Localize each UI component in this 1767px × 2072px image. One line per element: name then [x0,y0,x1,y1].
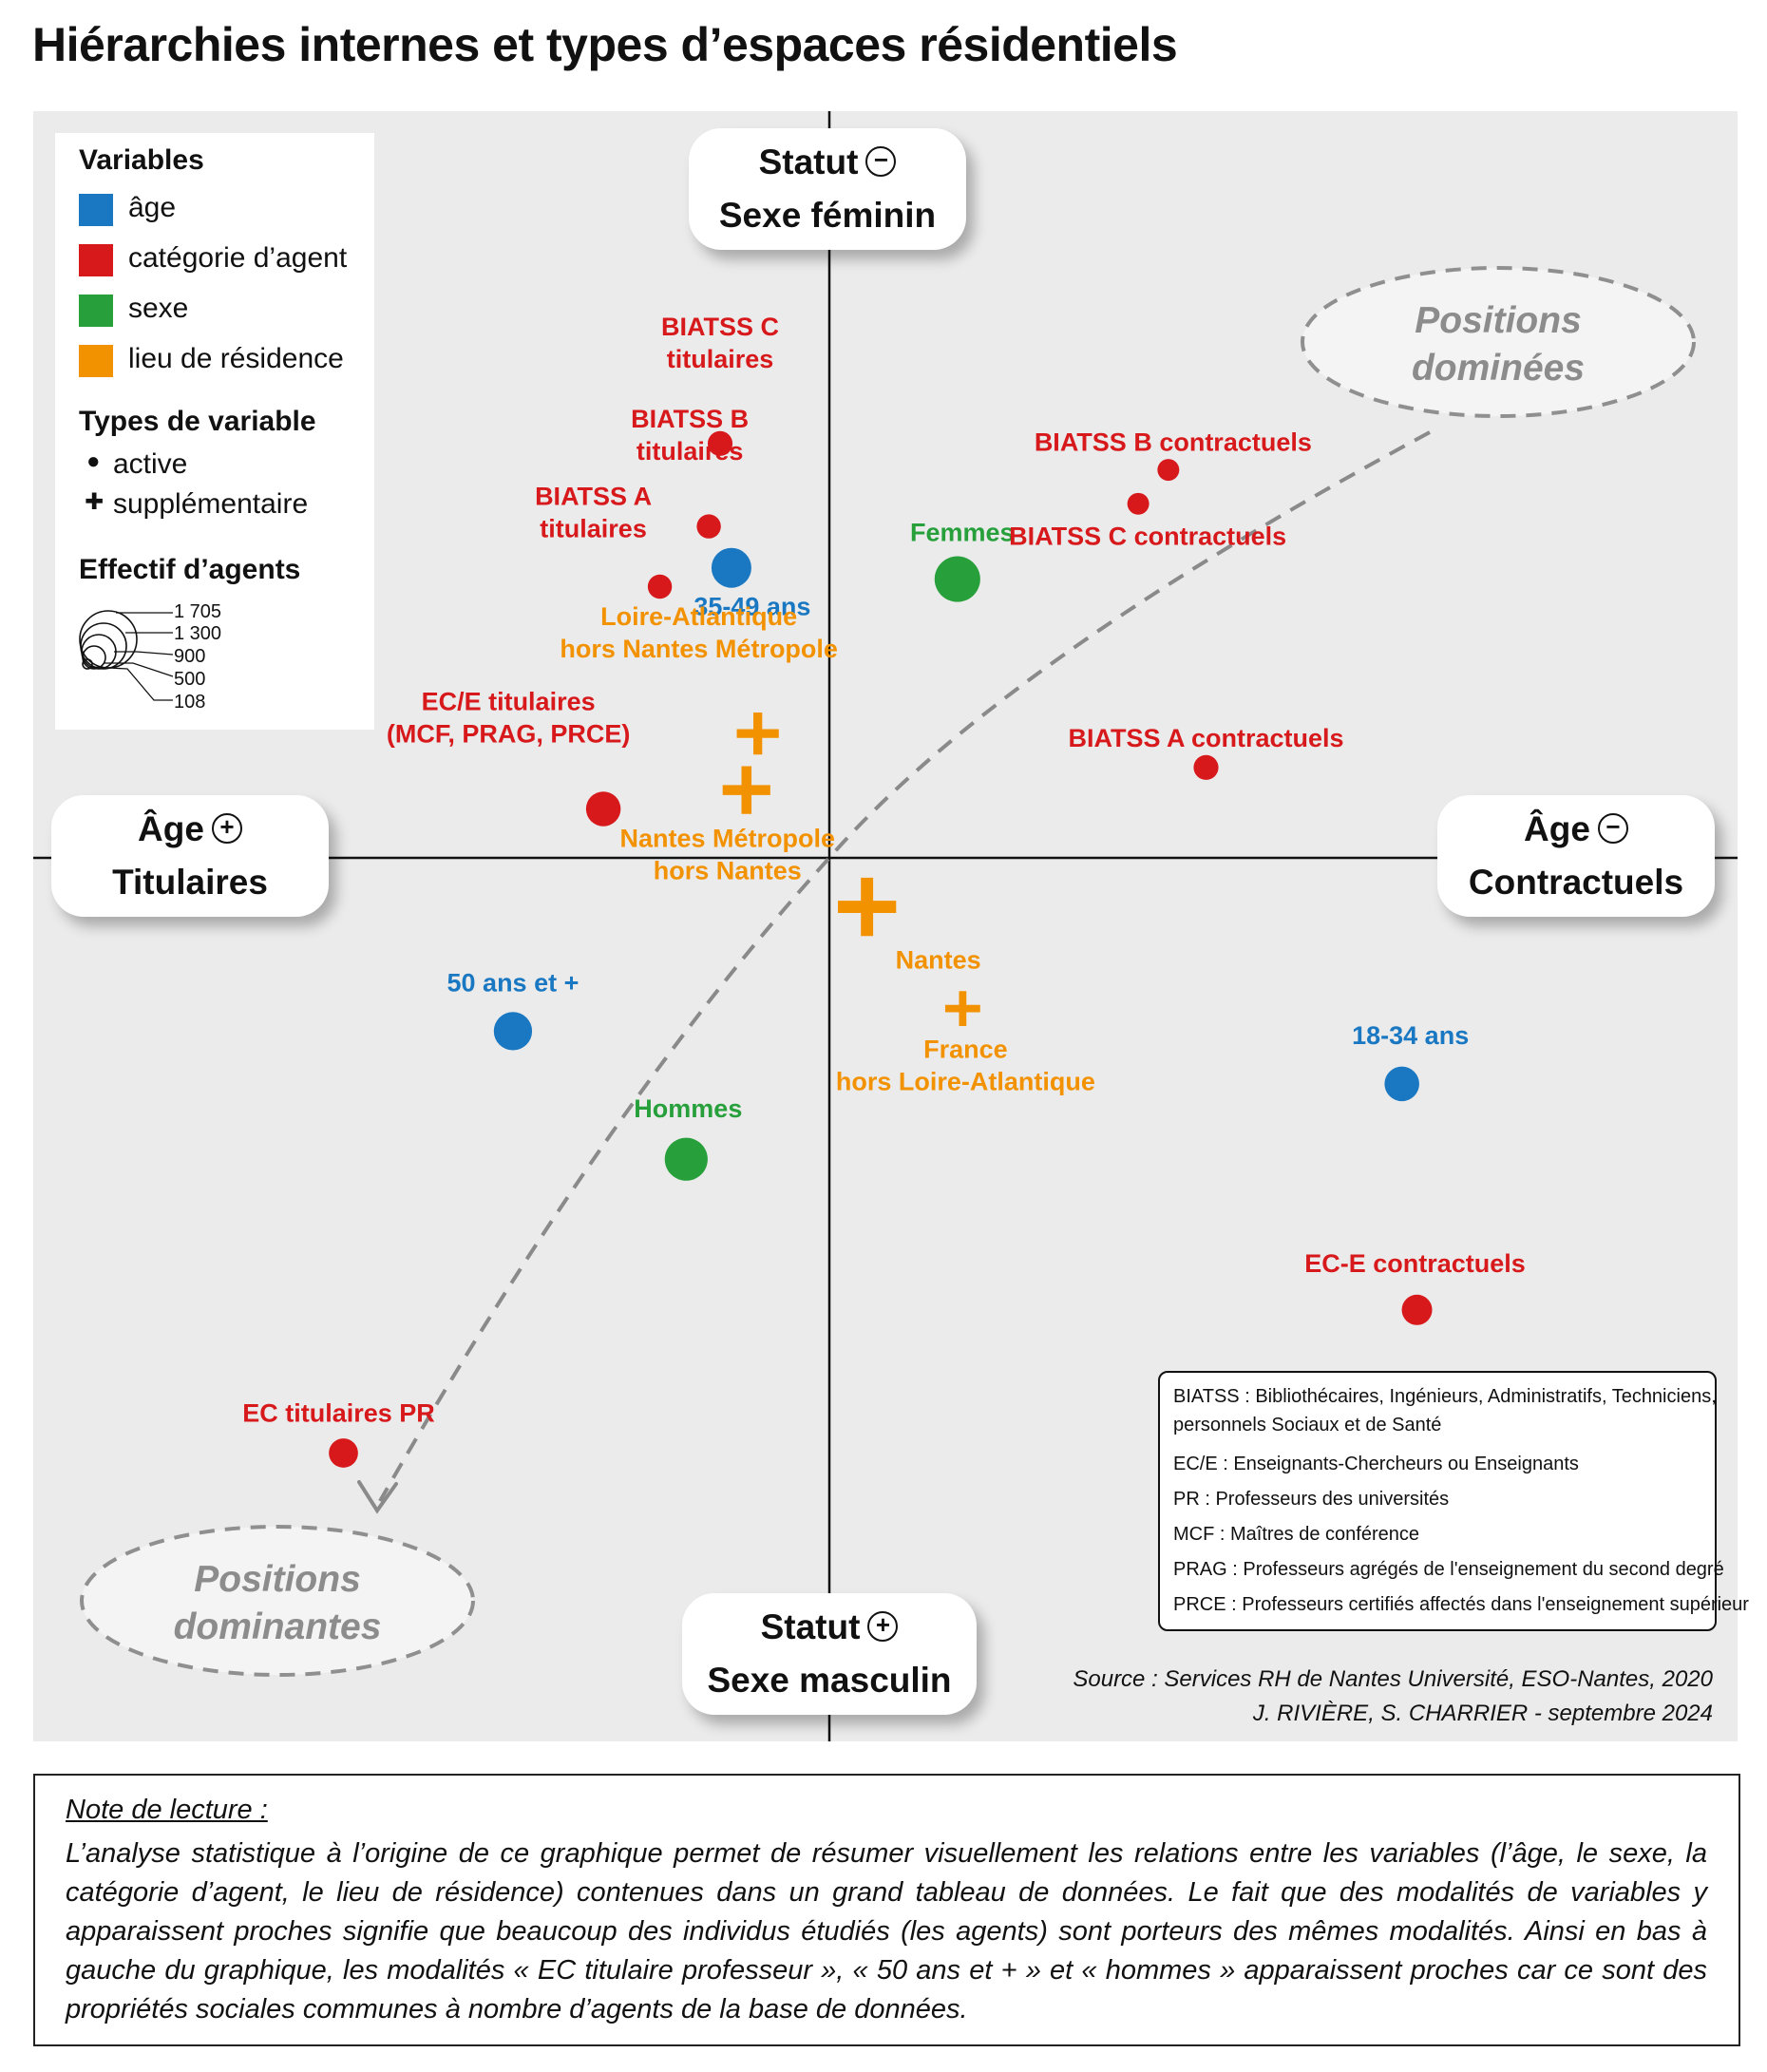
axis-label-right: Âge− Contractuels [1437,795,1715,917]
legend: Variables âge catégorie d’agent sexe lie… [55,133,374,730]
dominance-arrow [378,430,1431,1502]
point-biatss-c-contractuels-label: BIATSS C contractuels [1009,522,1286,550]
point-biatss-a-titulaires-label: titulaires [540,515,647,543]
legend-effectif-title: Effectif d’agents [79,554,301,585]
point-biatss-b-titulaires-label: titulaires [636,437,744,466]
point-biatss-c-titulaires-label: BIATSS C [661,313,779,341]
point-18-34-ans-label: 18-34 ans [1352,1021,1469,1050]
effectif-label-108: 108 [174,692,206,713]
point-ec-titulaires-pr-marker [329,1438,358,1468]
point-biatss-b-contractuels-label: BIATSS B contractuels [1035,428,1312,457]
effectif-label-900: 900 [174,646,206,667]
author-line: J. RIVIÈRE, S. CHARRIER - septembre 2024 [1252,1701,1713,1726]
point-ec-titulaires-pr-label: EC titulaires PR [242,1398,435,1427]
positions-dominees-ellipse-label: Positions [1415,300,1582,341]
point-biatss-a-contractuels-marker [1193,754,1219,780]
point-hommes-marker [664,1137,708,1181]
effectif-label-1300: 1 300 [174,623,222,644]
axis-label-left: Âge+ Titulaires [51,795,329,917]
point-nantes-métropole-hors-nantes-label: hors Nantes [654,857,802,885]
dot-icon: ● [86,448,101,474]
effectif-label-1705: 1 705 [174,601,222,622]
glossary-biatss: BIATSS : Bibliothécaires, Ingénieurs, Ad… [1173,1386,1717,1407]
sexe-swatch [79,295,113,327]
point-biatss-a-contractuels-label: BIATSS A contractuels [1068,724,1343,752]
point-loire-atlantique-hors-nantes-métropole-label: hors Nantes Métropole [560,635,838,663]
point-france-hors-loire-atlantique-label: France [923,1036,1008,1064]
point-hommes-label: Hommes [634,1094,742,1123]
plus-circle-icon: + [867,1611,899,1643]
point-35-49-ans-label: 35-49 ans [694,593,810,621]
glossary-box: BIATSS : Bibliothécaires, Ingénieurs, Ad… [1158,1371,1749,1631]
point-50-ans-et--label: 50 ans et + [447,968,580,997]
point-50-ans-et--marker [493,1012,533,1051]
point-ec-e-titulaires-mcf-prag-prce--label: EC/E titulaires [422,687,596,715]
categorie-swatch [79,244,113,276]
point-ec-e-titulaires-mcf-prag-prce--label: (MCF, PRAG, PRCE) [387,719,631,748]
point-biatss-b-titulaires-marker [696,514,721,539]
positions-dominantes-ellipse-label: dominantes [174,1606,382,1647]
glossary-ece: EC/E : Enseignants-Chercheurs ou Enseign… [1173,1454,1579,1474]
point-nantes-métropole-hors-nantes-plus-marker [722,766,770,814]
point-france-hors-loire-atlantique-label: hors Loire-Atlantique [836,1068,1095,1096]
source-credit: Source : Services RH de Nantes Universit… [1073,1663,1713,1731]
point-nantes-label: Nantes [896,946,981,975]
residence-swatch [79,345,113,377]
plus-circle-icon: + [211,813,242,845]
positions-dominantes-ellipse-label: Positions [194,1559,361,1600]
note-heading: Note de lecture : [66,1795,268,1825]
legend-types-title: Types de variable [79,406,316,437]
age-swatch [79,194,113,226]
legend-variables-title: Variables [79,144,204,176]
note-body: L’analyse statistique à l’origine de ce … [66,1838,1707,2024]
point-biatss-c-contractuels-marker [1127,492,1150,515]
point-ec-e-contractuels-label: EC-E contractuels [1304,1249,1526,1278]
point-france-hors-loire-atlantique-plus-marker [944,991,980,1026]
point-biatss-c-titulaires-marker [707,430,733,456]
axis-label-top: Statut− Sexe féminin [689,128,966,250]
point-biatss-a-titulaires-marker [647,574,673,599]
effectif-label-500: 500 [174,669,206,690]
positions-dominantes-ellipse [80,1525,475,1677]
glossary-mcf: MCF : Maîtres de conférence [1173,1524,1419,1545]
axis-label-bottom: Statut+ Sexe masculin [682,1593,977,1715]
source-line: Source : Services RH de Nantes Universit… [1073,1666,1713,1692]
plus-icon: ✚ [85,489,104,515]
point-biatss-c-titulaires-label: titulaires [667,345,774,373]
point-18-34-ans-marker [1384,1066,1419,1102]
point-loire-atlantique-hors-nantes-métropole-plus-marker [736,713,779,755]
point-nantes-plus-marker [838,877,897,937]
reading-note: Note de lecture : L’analyse statistique … [33,1774,1740,2046]
minus-circle-icon: − [1597,813,1628,845]
positions-dominees-ellipse [1301,266,1696,418]
point-femmes-label: Femmes [910,519,1015,547]
point-biatss-b-contractuels-marker [1157,459,1180,482]
point-femmes-marker [934,556,980,602]
point-nantes-métropole-hors-nantes-label: Nantes Métropole [619,825,835,853]
point-ec-e-contractuels-marker [1401,1294,1433,1325]
point-35-49-ans-marker [711,547,751,588]
minus-circle-icon: − [865,146,897,178]
point-ec-e-titulaires-mcf-prag-prce--marker [585,791,621,827]
glossary-prce: PRCE : Professeurs certifiés affectés da… [1173,1594,1749,1615]
glossary-prag: PRAG : Professeurs agrégés de l'enseigne… [1173,1559,1724,1580]
glossary-biatss-cont: personnels Sociaux et de Santé [1173,1415,1442,1435]
effectif-circles [79,610,174,701]
point-biatss-a-titulaires-label: BIATSS A [535,483,652,511]
arrow-head-icon [357,1480,398,1514]
glossary-pr: PR : Professeurs des universités [1173,1489,1450,1510]
positions-dominees-ellipse-label: dominées [1412,348,1585,389]
point-loire-atlantique-hors-nantes-métropole-label: Loire-Atlantique [600,602,797,631]
page-title: Hiérarchies internes et types d’espaces … [32,18,1178,71]
point-biatss-b-titulaires-label: BIATSS B [631,405,749,433]
